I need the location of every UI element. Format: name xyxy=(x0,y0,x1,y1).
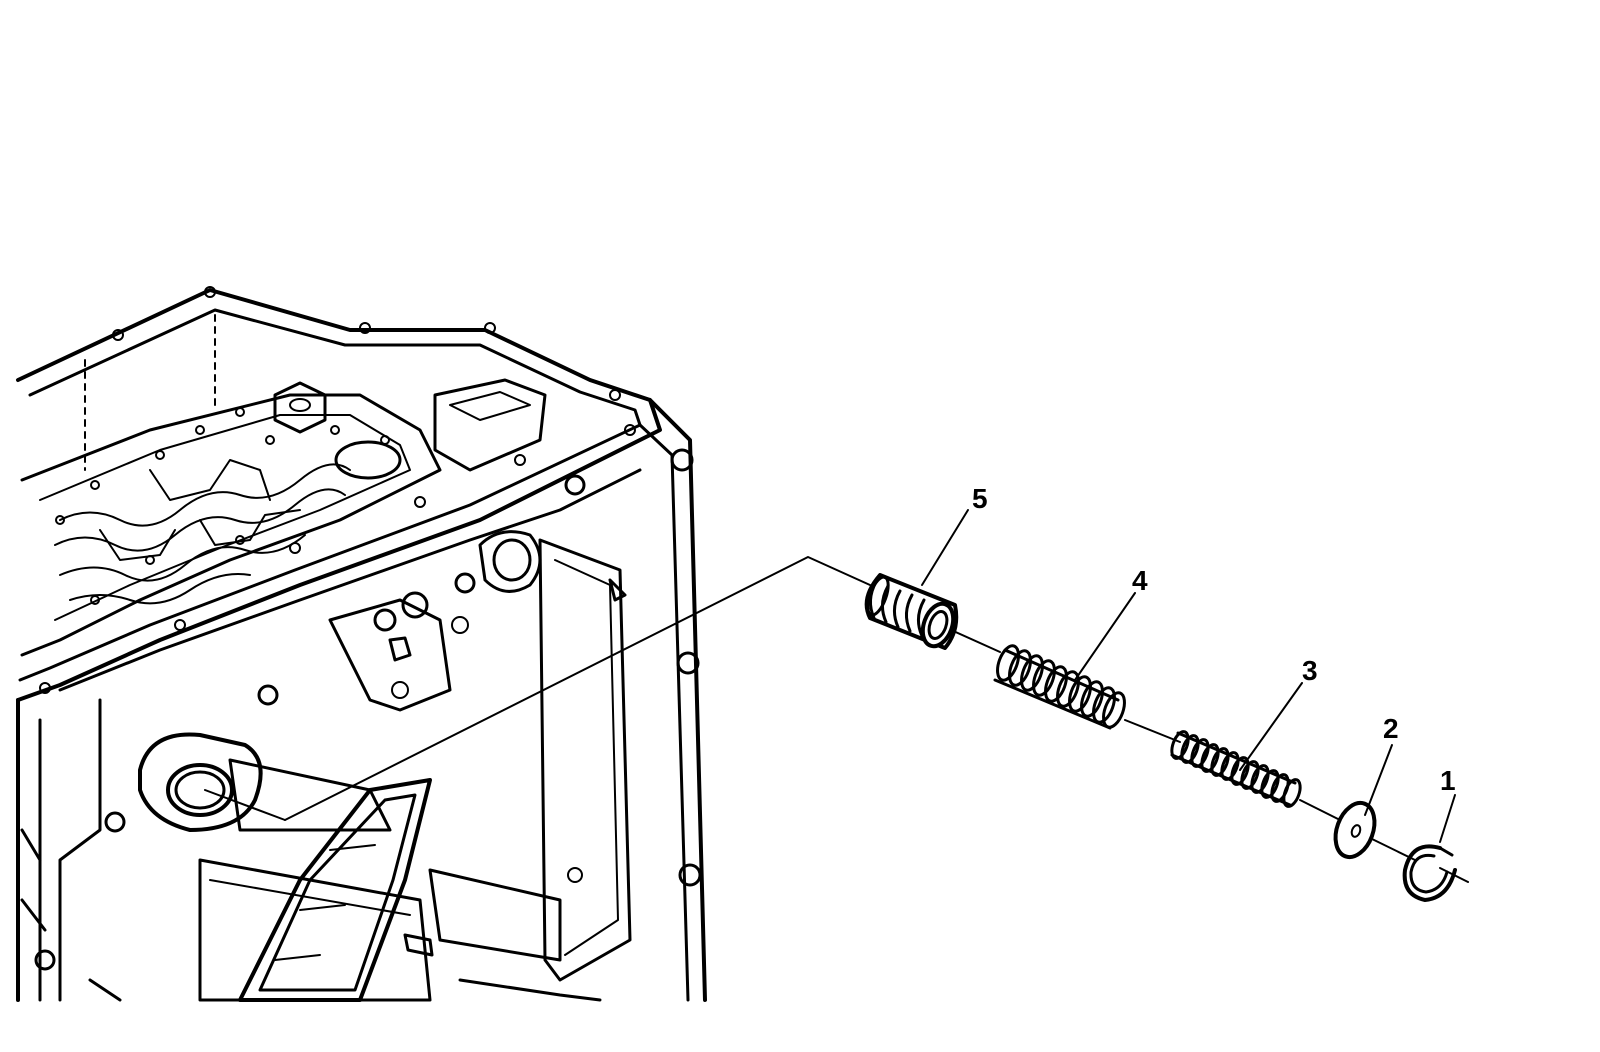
part-5-valve xyxy=(864,573,959,650)
valve-bore xyxy=(138,732,263,832)
part-4-spring xyxy=(993,644,1126,730)
callout-4: 4 xyxy=(1132,565,1148,596)
callout-leaders xyxy=(921,509,1456,843)
part-2-retainer xyxy=(1333,800,1377,860)
transmission-case xyxy=(16,286,707,1002)
callout-3: 3 xyxy=(1302,655,1318,686)
assembly-centerline xyxy=(204,556,1469,883)
callout-2: 2 xyxy=(1383,713,1399,744)
flange-bolt-holes xyxy=(39,286,636,694)
callout-labels: 5 4 3 2 1 xyxy=(972,483,1456,796)
callout-1: 1 xyxy=(1440,765,1456,796)
callout-5: 5 xyxy=(972,483,988,514)
part-1-snap-ring xyxy=(1402,844,1457,902)
part-3-spring xyxy=(1170,730,1302,808)
